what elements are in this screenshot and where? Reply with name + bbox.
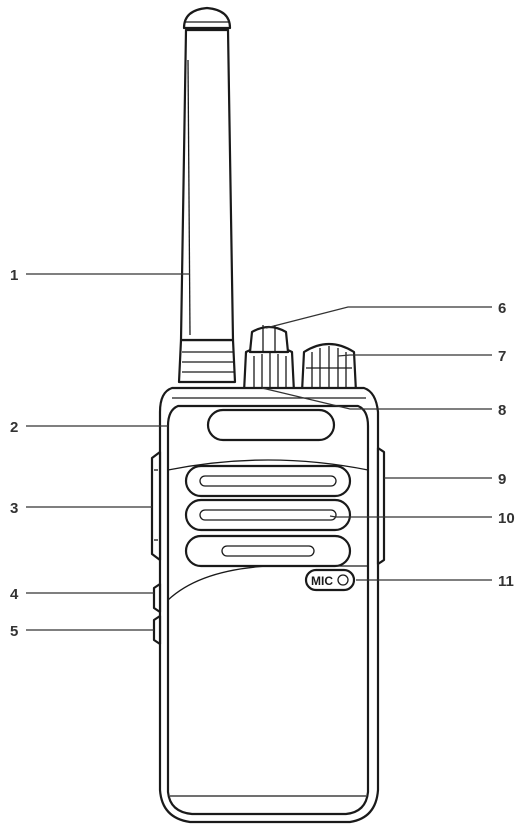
callout-10: 10 [498, 510, 515, 527]
callout-7: 7 [498, 348, 506, 365]
radio-body [158, 386, 380, 824]
antenna [177, 6, 237, 384]
callout-numbers: 1 2 3 4 5 6 7 8 9 10 11 [10, 267, 515, 640]
callout-8: 8 [498, 402, 506, 419]
mic-badge: MIC [304, 568, 356, 592]
volume-knob [300, 342, 358, 394]
channel-knob [242, 325, 296, 394]
side-controls [150, 450, 162, 646]
display-window [206, 408, 336, 442]
callout-11: 11 [498, 573, 514, 590]
callout-2: 2 [10, 419, 18, 436]
leader-lines [26, 273, 492, 631]
callout-3: 3 [10, 500, 18, 517]
accessory-jack-cover [376, 446, 386, 566]
callout-6: 6 [498, 300, 506, 317]
callout-5: 5 [10, 623, 18, 640]
speaker-grille [184, 464, 352, 568]
mic-label: MIC [311, 574, 333, 588]
callout-9: 9 [498, 471, 506, 488]
callout-4: 4 [10, 586, 19, 603]
callout-1: 1 [10, 267, 18, 284]
